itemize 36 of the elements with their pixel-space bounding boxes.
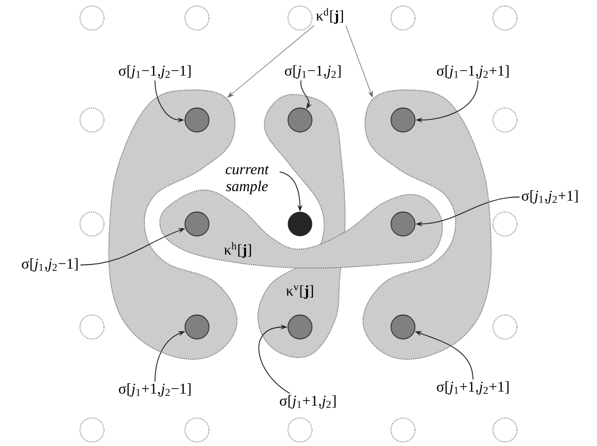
sample-label: σ[j$_{1}$−1,j$_{2}$] [284, 65, 341, 79]
grid-point-circle [390, 6, 416, 30]
grid-point-circle [80, 108, 104, 132]
arrow [258, 324, 290, 394]
grid-point-circle [390, 418, 416, 442]
grid-point-circle [492, 314, 518, 340]
current-sample-dot [288, 212, 312, 236]
sample-dot [288, 314, 312, 340]
sample-dot [184, 314, 210, 340]
sample-dot [184, 212, 210, 236]
grid-point-circle [80, 212, 104, 236]
grid-point-circle [80, 6, 104, 30]
sample-dot [390, 212, 416, 236]
grid-point-circle [184, 418, 210, 442]
grid-point-circle [492, 6, 518, 30]
kernel-region [362, 89, 492, 360]
sample-dot [390, 314, 416, 340]
sample-label: σ[j$_{1}$+1,j$_{2}$−1] [118, 383, 191, 397]
grid-point-circle [184, 6, 210, 30]
sample-label: σ[j$_{1}$,j$_{2}$+1] [522, 190, 578, 204]
grid-point-circle [288, 418, 312, 442]
grid-point-circle [492, 212, 518, 236]
sample-label: σ[j$_{1}$−1,j$_{2}$+1] [436, 65, 509, 79]
sample-dot [184, 108, 210, 132]
sample-label: σ[j$_{1}$+1,j$_{2}$] [280, 395, 336, 409]
grid-point-circle [80, 418, 104, 442]
sample-dot [390, 108, 416, 132]
sample-label: σ[j$_{1}$−1,j$_{2}$−1] [118, 65, 191, 79]
grid-point-circle [288, 6, 312, 30]
sample-dot [288, 108, 312, 132]
grid-point-circle [492, 108, 518, 132]
grid-point-circle [492, 418, 518, 442]
sample-label: σ[j$_{1}$,j$_{2}$−1] [22, 258, 78, 272]
kernel-label: κ$^{d}$[j] [316, 8, 343, 24]
sample-label: σ[j$_{1}$+1,j$_{2}$+1] [436, 381, 509, 395]
grid-point-circle [80, 314, 104, 340]
